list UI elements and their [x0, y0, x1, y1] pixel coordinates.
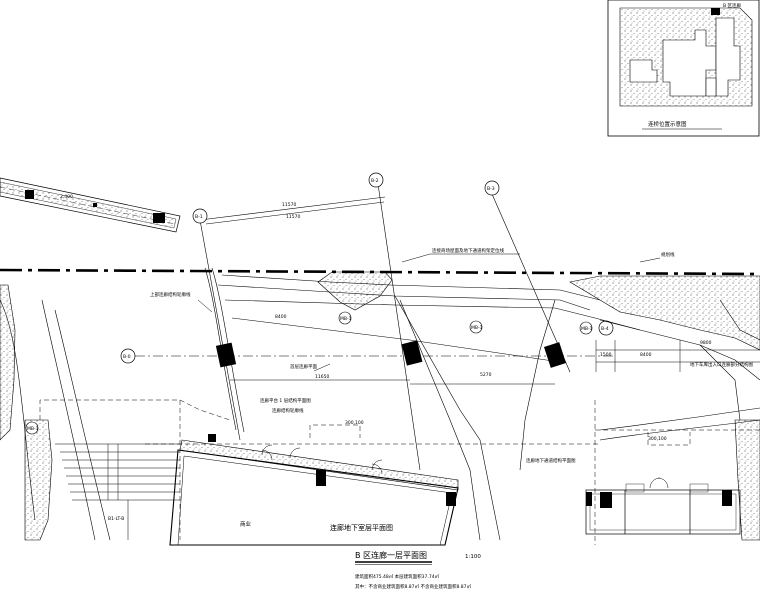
note-area: 建筑面积475.48㎡ 本层建筑面积37.74㎡ [355, 573, 440, 580]
note-lower-center: 连廊平台 1 层结构平面图 [260, 397, 311, 404]
dim-top-b: 11570 [286, 214, 300, 220]
grid-bubble-b3 [484, 180, 500, 196]
dim-mid-b: 5270 [480, 372, 492, 378]
main-title: B 区连廊一层平面图 [355, 550, 427, 560]
dimension-lines [230, 317, 760, 385]
dim-mid-a: 8400 [275, 314, 287, 320]
dim-pipe-a: 300,100 [345, 420, 364, 426]
corridor-outlines [0, 267, 760, 541]
grid-line-b1 [199, 219, 241, 441]
upper-left-corridor: 2,400 [0, 177, 181, 233]
dashed-outlines [39, 399, 760, 545]
note-top-center: 连接商场屋面及地下通道构架定位线 [432, 247, 504, 254]
grid-bubble-b1 [192, 208, 208, 224]
grid-label-b3: B-3 [487, 186, 495, 192]
column [600, 492, 612, 508]
grid-bubbles: B-1 B-2 B-3 B-0 B-4 [120, 172, 614, 364]
key-plan-buildings [629, 17, 741, 97]
section-tag-b: MB-1 [340, 316, 352, 322]
columns [215, 340, 732, 508]
lower-building: 商业 连廊地下室层平面图 [169, 434, 669, 546]
bottom-caption: 连廊地下室层平面图 [330, 523, 393, 532]
grid-lines [135, 183, 615, 471]
section-tag-a: MB-1 [471, 325, 483, 331]
column [722, 490, 732, 506]
note-lower-right: 连廊地下通道结构平面图 [526, 457, 576, 464]
column-b1 [215, 342, 237, 368]
dim-mid-c: 11650 [315, 374, 329, 380]
key-plan-frame [607, 0, 760, 137]
note-lower-center2: 连廊结构轮廓线 [272, 407, 304, 414]
key-plan-bridge-marker [711, 8, 720, 15]
key-plan: B 区连廊 连桥位置示意图 [607, 0, 760, 137]
column-b2 [401, 340, 423, 366]
grid-bubble-b2 [368, 172, 384, 188]
column [586, 492, 592, 506]
key-plan-caption: 连桥位置示意图 [648, 120, 687, 128]
note-right-mid: 地下车库出入口连廊部分结构图 [690, 361, 753, 368]
dim-pipe-b: 300,100 [648, 436, 667, 442]
section-tag-c: MB-1 [581, 326, 593, 332]
grid-bubble-b0 [120, 348, 136, 364]
section-tags: MB-1 MB-1 MB-1 MB-1 [25, 311, 593, 435]
title-block: B 区连廊一层平面图 1:100 建筑面积475.48㎡ 本层建筑面积37.74… [355, 550, 481, 590]
column [25, 190, 34, 199]
dim-small: 2,400 [60, 194, 73, 200]
column [316, 470, 326, 486]
scale-label: 1:100 [465, 554, 481, 560]
note-center: 首层连廊平面 [290, 363, 317, 370]
grid-line-b3 [491, 193, 571, 373]
dim-top-a: 11570 [282, 202, 296, 208]
key-plan-tag: B 区连廊 [723, 2, 742, 9]
grid-label-right: B-4 [601, 326, 609, 332]
dim-right-a: 1500 [600, 352, 612, 358]
dim-right-c: 9800 [700, 340, 712, 346]
grid-label-b2: B-2 [371, 178, 379, 184]
note-left-mid: 上部连廊结构轮廓线 [150, 291, 191, 298]
column [446, 492, 456, 506]
note-top-right: 规划线 [661, 251, 675, 258]
stippled-areas [0, 271, 760, 541]
grid-label-b1: B-1 [195, 214, 203, 220]
right-lower-building [585, 483, 741, 535]
grid-line-b2 [377, 183, 421, 471]
column-b3 [543, 342, 567, 368]
dim-right-b: 8400 [640, 352, 652, 358]
grid-label-b0: B-0 [123, 354, 131, 360]
stair-block [55, 443, 180, 540]
doors [261, 444, 669, 489]
section-tag-d: MB-1 [27, 426, 39, 432]
column [153, 213, 165, 223]
stair-tag: B1-LT-B [108, 516, 124, 522]
room-label: 商业 [240, 520, 252, 528]
dim-line-top [199, 196, 386, 221]
leader-lines [197, 253, 661, 372]
note-heights: 其中：不含商业建筑面积8.87㎡ 不含商业建筑面积8.87㎡ [355, 583, 471, 590]
